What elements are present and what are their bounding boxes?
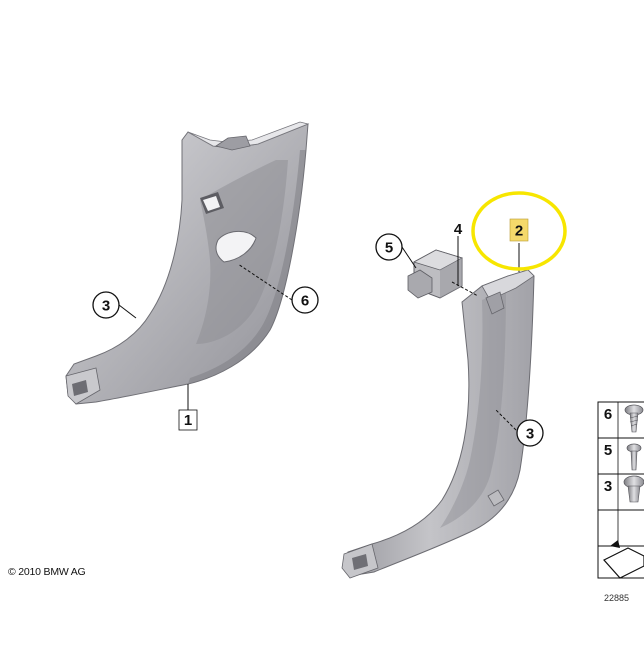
push-clip-icon — [623, 475, 644, 503]
screw-icon — [624, 404, 644, 433]
callout-3-left: 3 — [92, 291, 120, 319]
callout-4: 4 — [454, 221, 463, 238]
callout-1: 1 — [178, 409, 198, 431]
svg-text:3: 3 — [102, 298, 110, 315]
clip-part — [407, 249, 464, 299]
svg-text:1: 1 — [184, 412, 192, 429]
legend-label-5: 5 — [604, 442, 612, 459]
leader-lines — [118, 236, 520, 431]
legend-label-3: 3 — [604, 478, 612, 495]
trim-panel-right — [341, 269, 535, 579]
svg-text:5: 5 — [385, 240, 393, 257]
svg-text:3: 3 — [526, 426, 534, 443]
screw-icon — [626, 443, 642, 471]
callout-2-highlight: 2 — [471, 191, 567, 271]
svg-text:6: 6 — [301, 293, 309, 310]
svg-text:4: 4 — [454, 221, 463, 238]
svg-text:2: 2 — [515, 223, 523, 240]
callout-3-right: 3 — [516, 419, 544, 447]
drawing-number: 22885 — [604, 593, 630, 603]
callout-6: 6 — [291, 286, 319, 314]
callout-5: 5 — [375, 233, 403, 261]
fastener-legend: 6 5 3 — [597, 401, 644, 579]
trim-panel-left — [65, 121, 310, 405]
copyright-notice: © 2010 BMW AG — [8, 566, 86, 578]
legend-label-6: 6 — [604, 406, 612, 423]
wedge-tool-icon — [603, 540, 644, 579]
